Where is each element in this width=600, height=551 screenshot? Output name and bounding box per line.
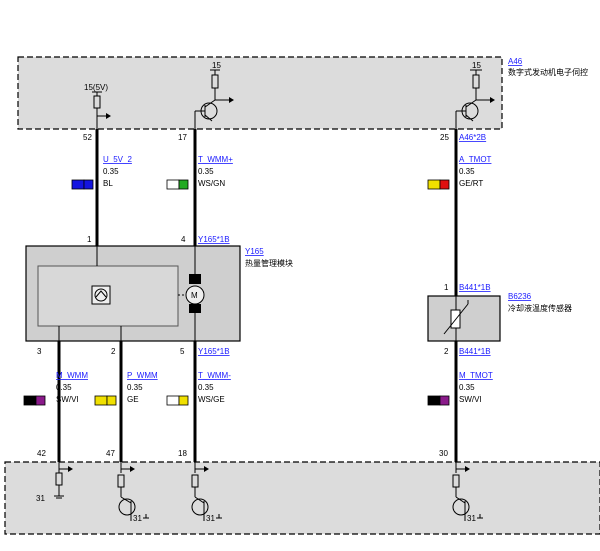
wire-pwmm-size: 0.35 xyxy=(127,383,143,392)
ground-31-label-1: 31 xyxy=(36,494,45,503)
wire-twmm-plus-color-swatch-a xyxy=(166,179,180,190)
ground-symbol-42: 31 xyxy=(36,462,73,503)
wire-label-mtmot: M_TMOT 0.35 SW/VI xyxy=(427,371,493,406)
transistor-17-symbol: 15 xyxy=(194,61,234,129)
wire-u5v2-color-code: BL xyxy=(103,179,113,188)
y165-pin-4-label: 4 xyxy=(181,235,186,244)
b6236-connector-top-link[interactable]: B441*1B xyxy=(459,283,491,292)
b6236-link[interactable]: B6236 xyxy=(508,292,532,301)
wire-twmm-plus-size: 0.35 xyxy=(198,167,214,176)
b6236-connector-bottom-link[interactable]: B441*1B xyxy=(459,347,491,356)
b6236-pin-1-label: 1 xyxy=(444,283,449,292)
wire-mwmm-size: 0.35 xyxy=(56,383,72,392)
wire-pwmm-color-swatch-b xyxy=(106,395,117,406)
wire-label-twmm-plus: T_WMM+ 0.35 WS/GN xyxy=(166,155,233,190)
wire-label-atmot: A_TMOT 0.35 GE/RT xyxy=(427,155,492,190)
terminal-15-b: 15 xyxy=(472,61,481,70)
wire-mwmm-signal-link[interactable]: M_WMM xyxy=(56,371,88,380)
y165-name: 热量管理模块 xyxy=(245,258,293,268)
motor-symbol: M xyxy=(191,291,198,300)
wire-mtmot-color-swatch-b xyxy=(439,395,450,406)
wire-twmm-minus-signal-link[interactable]: T_WMM- xyxy=(198,371,231,380)
b6236-coolant-temperature-sensor[interactable] xyxy=(427,295,501,342)
transistor-25-symbol: 15 xyxy=(455,61,495,129)
wire-twmm-minus-size: 0.35 xyxy=(198,383,214,392)
ground-31-label-2: 31 xyxy=(133,514,142,523)
transistor-47-symbol: 31 xyxy=(117,462,149,523)
y165-pin-2-label: 2 xyxy=(111,347,116,356)
y165-link[interactable]: Y165 xyxy=(245,247,264,256)
pin-52-label: 52 xyxy=(83,133,92,142)
wire-u5v2-color-swatch-a xyxy=(71,179,85,190)
wire-pwmm-color-code: GE xyxy=(127,395,139,404)
a46-link[interactable]: A46 xyxy=(508,57,523,66)
wire-label-twmm-minus: T_WMM- 0.35 WS/GE xyxy=(166,371,231,406)
wire-twmm-minus-color-swatch-a xyxy=(166,395,180,406)
transistor-30-symbol: 31 xyxy=(452,462,483,523)
wire-atmot-size: 0.35 xyxy=(459,167,475,176)
wire-label-mwmm: M_WMM 0.35 SW/VI xyxy=(23,371,88,406)
wire-atmot-color-swatch-a xyxy=(427,179,441,190)
wire-label-pwmm: P_WMM 0.35 GE xyxy=(94,371,158,406)
y165-pin-1-label: 1 xyxy=(87,235,92,244)
b6236-name: 冷却液温度传感器 xyxy=(508,303,572,313)
top-control-unit-band xyxy=(17,56,503,130)
wire-mwmm-color-swatch-b xyxy=(35,395,46,406)
wire-label-u5v2: U_5V_2 0.35 BL xyxy=(71,155,132,190)
terminal-15-a: 15 xyxy=(212,61,221,70)
wire-atmot-color-code: GE/RT xyxy=(459,179,483,188)
pin-17-label: 17 xyxy=(178,133,187,142)
wire-pwmm-signal-link[interactable]: P_WMM xyxy=(127,371,158,380)
wire-mwmm-color-swatch-a xyxy=(23,395,37,406)
y165-connector-top-link[interactable]: Y165*1B xyxy=(198,235,230,244)
transistor-18-symbol: 31 xyxy=(191,462,222,523)
y165-pin-3-label: 3 xyxy=(37,347,42,356)
wire-mtmot-signal-link[interactable]: M_TMOT xyxy=(459,371,493,380)
wire-u5v2-size: 0.35 xyxy=(103,167,119,176)
wire-twmm-plus-color-code: WS/GN xyxy=(198,179,225,188)
wire-mtmot-color-code: SW/VI xyxy=(459,395,482,404)
wire-u5v2-signal-link[interactable]: U_5V_2 xyxy=(103,155,132,164)
thermostat-icon xyxy=(91,285,111,305)
wire-pwmm-color-swatch-a xyxy=(94,395,108,406)
pin-47-label: 47 xyxy=(106,449,115,458)
wire-u5v2-color-swatch-b xyxy=(83,179,94,190)
connector-a46-2b-link[interactable]: A46*2B xyxy=(459,133,486,142)
wire-atmot-signal-link[interactable]: A_TMOT xyxy=(459,155,492,164)
wire-mtmot-size: 0.35 xyxy=(459,383,475,392)
wire-twmm-minus-color-swatch-b xyxy=(178,395,189,406)
wire-twmm-plus-color-swatch-b xyxy=(178,179,189,190)
a46-name: 数字式发动机电子伺控 xyxy=(508,67,588,77)
ntc-resistor-icon xyxy=(443,296,469,341)
wire-atmot-color-swatch-b xyxy=(439,179,450,190)
pin-42-label: 42 xyxy=(37,449,46,458)
wire-mtmot-color-swatch-a xyxy=(427,395,441,406)
b6236-pin-2-label: 2 xyxy=(444,347,449,356)
y165-pin-5-label: 5 xyxy=(180,347,185,356)
wire-twmm-plus-signal-link[interactable]: T_WMM+ xyxy=(198,155,233,164)
bottom-control-unit-band xyxy=(4,461,600,535)
wire-twmm-minus-color-code: WS/GE xyxy=(198,395,225,404)
y165-connector-bottom-link[interactable]: Y165*1B xyxy=(198,347,230,356)
supply-5v-label: 15(5V) xyxy=(84,83,108,92)
supply-5v-symbol: 15(5V) xyxy=(84,83,111,129)
motor-icon: M xyxy=(178,274,205,313)
pin-25-label: 25 xyxy=(440,133,449,142)
pin-18-label: 18 xyxy=(178,449,187,458)
wire-mwmm-color-code: SW/VI xyxy=(56,395,79,404)
ground-31-label-4: 31 xyxy=(467,514,476,523)
pin-30-label: 30 xyxy=(439,449,448,458)
ground-31-label-3: 31 xyxy=(206,514,215,523)
y165-thermal-management-module[interactable]: M xyxy=(25,245,241,342)
